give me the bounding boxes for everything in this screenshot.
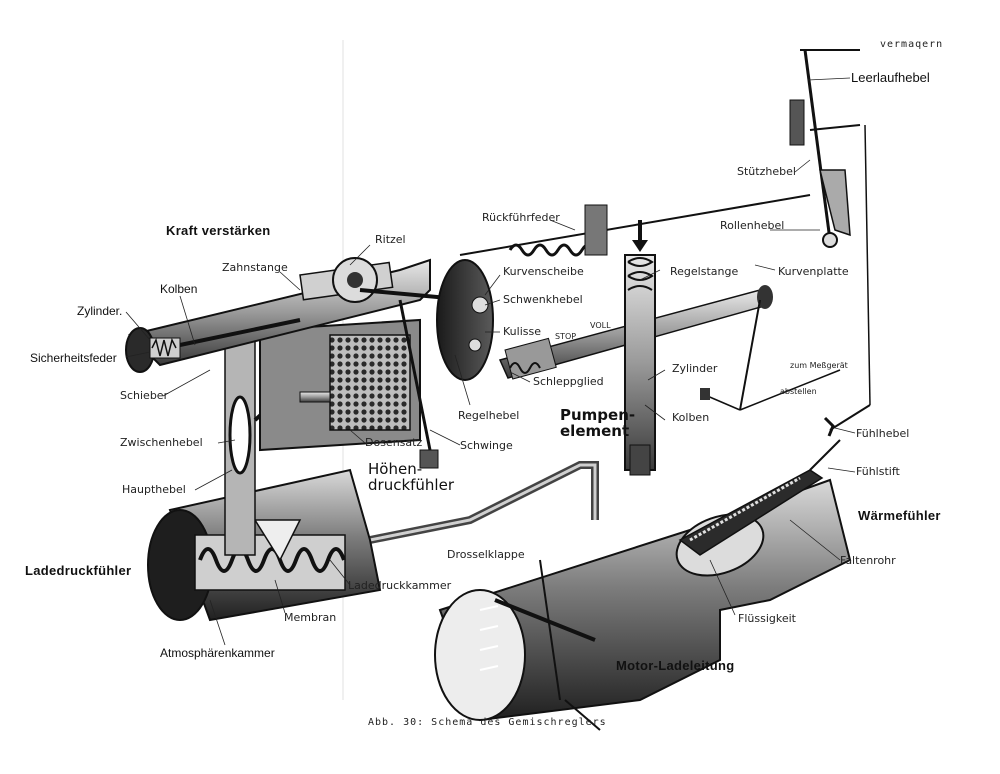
label-abstellen: abstellen [780, 387, 817, 396]
label-waermefuehler: Wärmefühler [858, 508, 941, 523]
label-schwinge: Schwinge [460, 439, 513, 452]
label-rollenhebel: Rollenhebel [720, 219, 785, 232]
label-regelhebel: Regelhebel [458, 409, 520, 422]
label-element: element [560, 422, 630, 440]
pump-element [624, 220, 656, 476]
label-atmosphaerenkammer: Atmosphärenkammer [160, 646, 275, 660]
label-leerlaufhebel: Leerlaufhebel [851, 70, 930, 85]
label-rueckfuehrfeder: Rückführfeder [482, 211, 560, 224]
figure-caption: Abb. 30: Schema des Gemischreglers [368, 717, 607, 728]
label-kurvenplatte: Kurvenplatte [778, 265, 849, 278]
cam-disc [436, 259, 494, 381]
label-fuehlhebel: Fühlhebel [856, 427, 910, 440]
label-schieber: Schieber [120, 389, 169, 402]
label-kraft-verstaerken: Kraft verstärken [166, 223, 271, 238]
temperature-sensor [678, 439, 841, 556]
label-druckfuehler: druckfühler [368, 476, 454, 494]
label-zwischenhebel: Zwischenhebel [120, 436, 203, 449]
label-membran: Membran [284, 611, 337, 624]
label-fuehlstift: Fühlstift [856, 465, 900, 478]
label-dosensatz: Dosensatz [365, 436, 423, 449]
boost-pressure-sensor [147, 468, 382, 622]
label-haupthebel: Haupthebel [122, 483, 186, 496]
servo-cylinder [125, 257, 431, 373]
label-ritzel: Ritzel [375, 233, 406, 246]
label-motor-ladeleitung: Motor-Ladeleitung [616, 658, 735, 673]
label-schleppglied: Schleppglied [533, 375, 604, 388]
label-kurvenscheibe: Kurvenscheibe [503, 265, 584, 278]
label-fluessigkeit: Flüssigkeit [738, 612, 796, 625]
label-kulisse: Kulisse [503, 325, 541, 338]
return-spring [459, 194, 811, 257]
aneroid-capsule-housing [259, 318, 421, 452]
label-zum-messgeraet: zum Meßgerät [790, 361, 848, 370]
label-vermaqern: vermaqern [880, 39, 944, 50]
label-ladedruckkammer: Ladedruckkammer [348, 579, 452, 592]
idle-lever-column [789, 49, 871, 437]
label-zylinder-mid: Zylinder [672, 362, 718, 375]
label-voll: VOLL [590, 321, 611, 330]
label-stop: STOP [555, 332, 577, 341]
label-sicherheitsfeder: Sicherheitsfeder [30, 351, 117, 365]
label-hoehen: Höhen- [368, 460, 423, 478]
label-zylinder-left: Zylinder. [77, 304, 123, 318]
label-pumpen: Pumpen- [560, 406, 636, 424]
label-zahnstange: Zahnstange [222, 261, 288, 274]
label-ladedruckfuehler: Ladedruckfühler [25, 563, 132, 578]
motor-charge-duct [434, 478, 852, 731]
label-schwenkhebel: Schwenkhebel [503, 293, 583, 306]
label-regelstange: Regelstange [670, 265, 739, 278]
label-drosselklappe: Drosselklappe [447, 548, 525, 561]
leader-lines [125, 77, 856, 646]
label-stuetzhebel: Stützhebel [737, 165, 796, 178]
label-faltenrohr: Faltenrohr [840, 554, 896, 567]
label-kolben-mid: Kolben [672, 411, 710, 424]
label-kolben-left: Kolben [160, 282, 198, 296]
main-lever-assembly [224, 324, 302, 556]
